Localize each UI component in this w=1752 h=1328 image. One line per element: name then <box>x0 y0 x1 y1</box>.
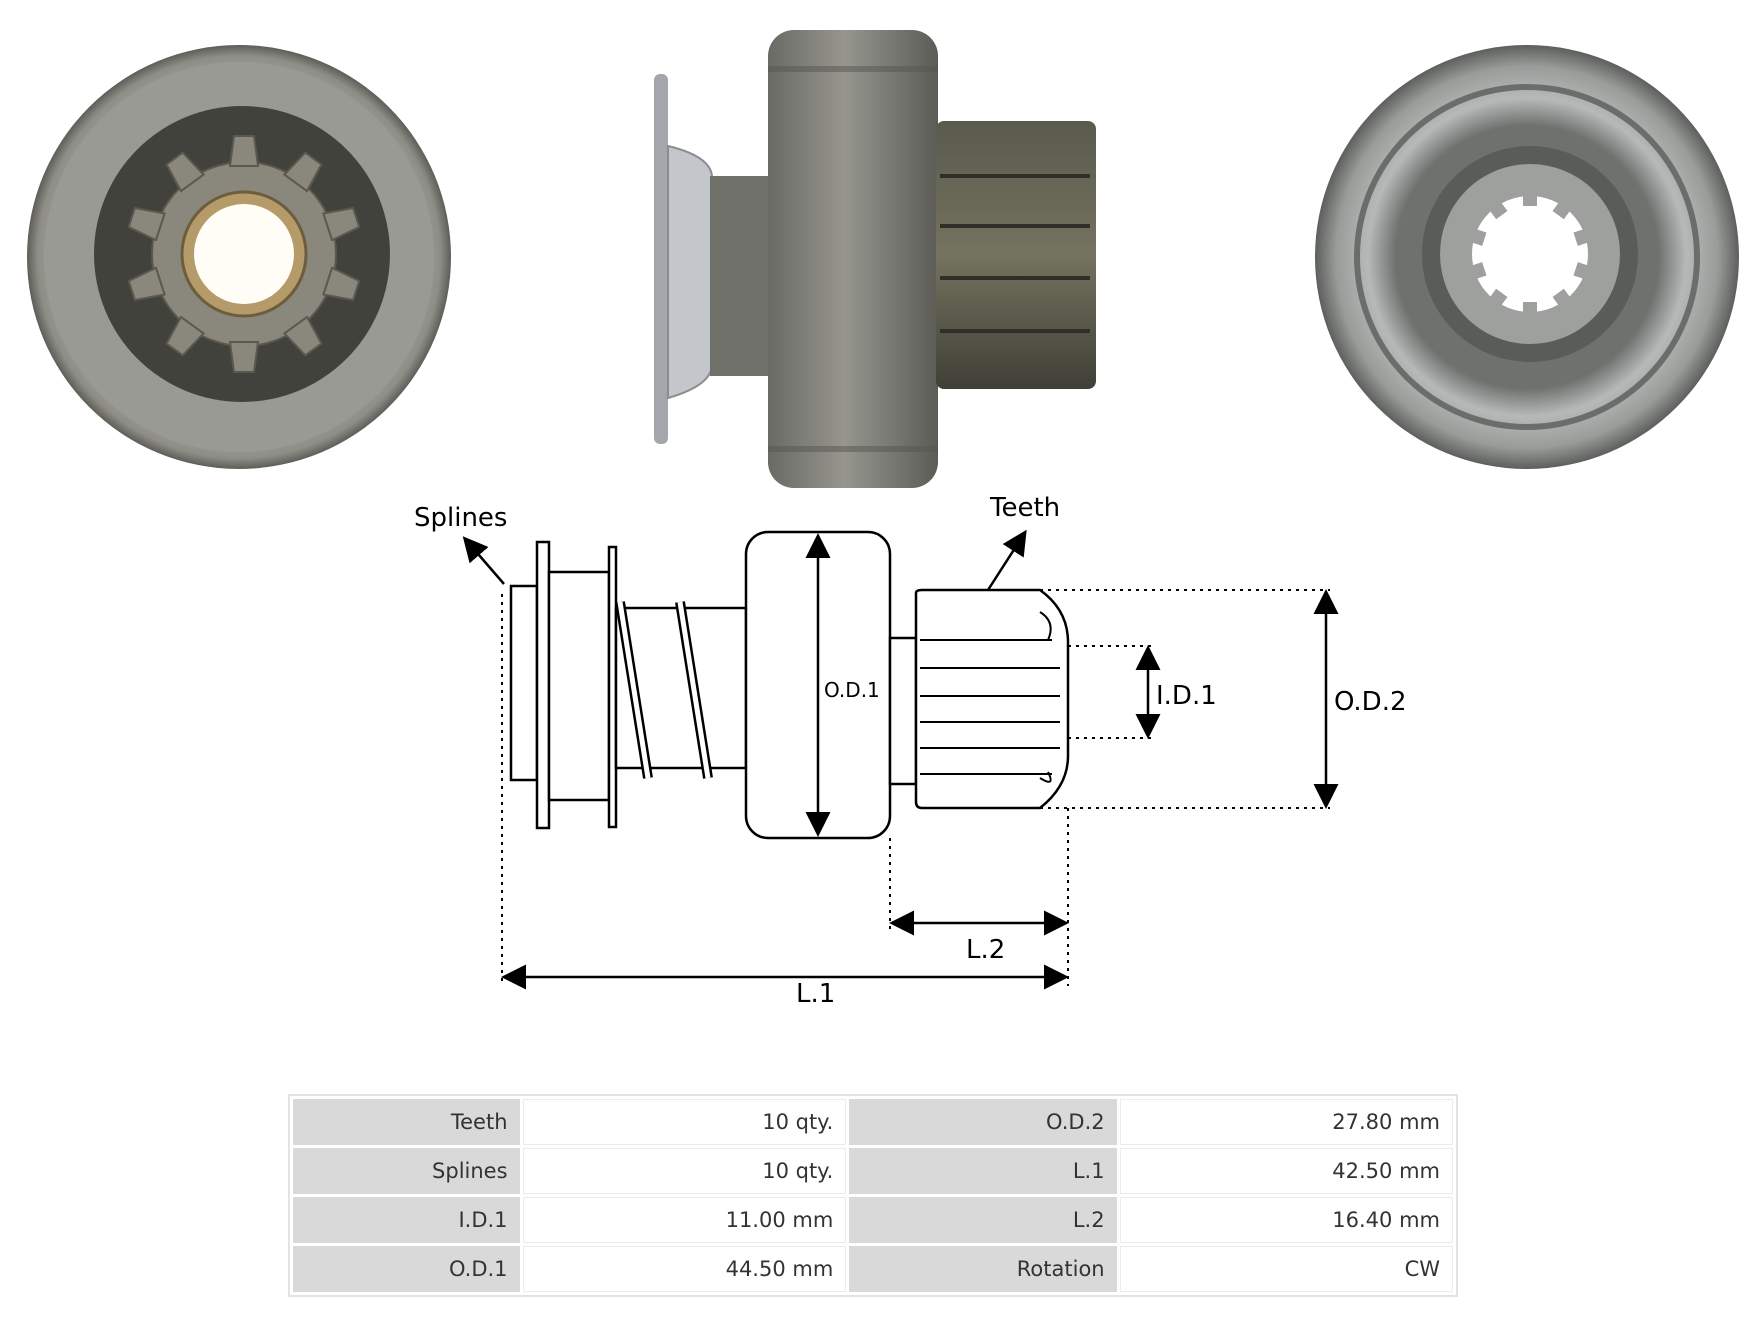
spec-label: Teeth <box>293 1099 520 1145</box>
table-row: Teeth 10 qty. O.D.2 27.80 mm <box>293 1099 1453 1145</box>
dimension-diagram: Splines Teeth O.D.1 I.D.1 O.D.2 L.2 L.1 <box>414 493 1407 1009</box>
spec-value: CW <box>1119 1246 1453 1292</box>
teeth-label: Teeth <box>989 493 1060 523</box>
spec-label: O.D.1 <box>293 1246 520 1292</box>
spec-value: 44.50 mm <box>522 1246 847 1292</box>
spec-value: 11.00 mm <box>522 1197 847 1243</box>
splined-end <box>509 584 539 782</box>
spec-value: 10 qty. <box>522 1099 847 1145</box>
spec-label: Splines <box>293 1148 520 1194</box>
l2-label: L.2 <box>966 935 1005 965</box>
spec-label: I.D.1 <box>293 1197 520 1243</box>
spec-label: L.2 <box>849 1197 1117 1243</box>
table-row: O.D.1 44.50 mm Rotation CW <box>293 1246 1453 1292</box>
table-row: Splines 10 qty. L.1 42.50 mm <box>293 1148 1453 1194</box>
od2-label: O.D.2 <box>1334 687 1407 717</box>
flange-1 <box>535 540 551 830</box>
od1-label: O.D.1 <box>824 678 880 702</box>
front-view-photo <box>27 45 451 469</box>
spec-value: 10 qty. <box>522 1148 847 1194</box>
pinion-gear <box>914 588 1070 810</box>
spec-value: 27.80 mm <box>1119 1099 1453 1145</box>
splines-label: Splines <box>414 503 507 533</box>
id1-label: I.D.1 <box>1156 681 1217 711</box>
spec-label: O.D.2 <box>849 1099 1117 1145</box>
spec-value: 16.40 mm <box>1119 1197 1453 1243</box>
table-row: I.D.1 11.00 mm L.2 16.40 mm <box>293 1197 1453 1243</box>
product-photos <box>0 0 1752 500</box>
side-view-photo <box>654 30 1096 488</box>
spec-value: 42.50 mm <box>1119 1148 1453 1194</box>
l1-label: L.1 <box>796 979 835 1009</box>
spec-table: Teeth 10 qty. O.D.2 27.80 mm Splines 10 … <box>288 1094 1458 1297</box>
spec-label: L.1 <box>849 1148 1117 1194</box>
spec-label: Rotation <box>849 1246 1117 1292</box>
splines-leader <box>462 536 505 585</box>
spec-table-body: Teeth 10 qty. O.D.2 27.80 mm Splines 10 … <box>293 1099 1453 1292</box>
rear-view-photo <box>1315 45 1739 469</box>
teeth-leader <box>986 529 1027 591</box>
